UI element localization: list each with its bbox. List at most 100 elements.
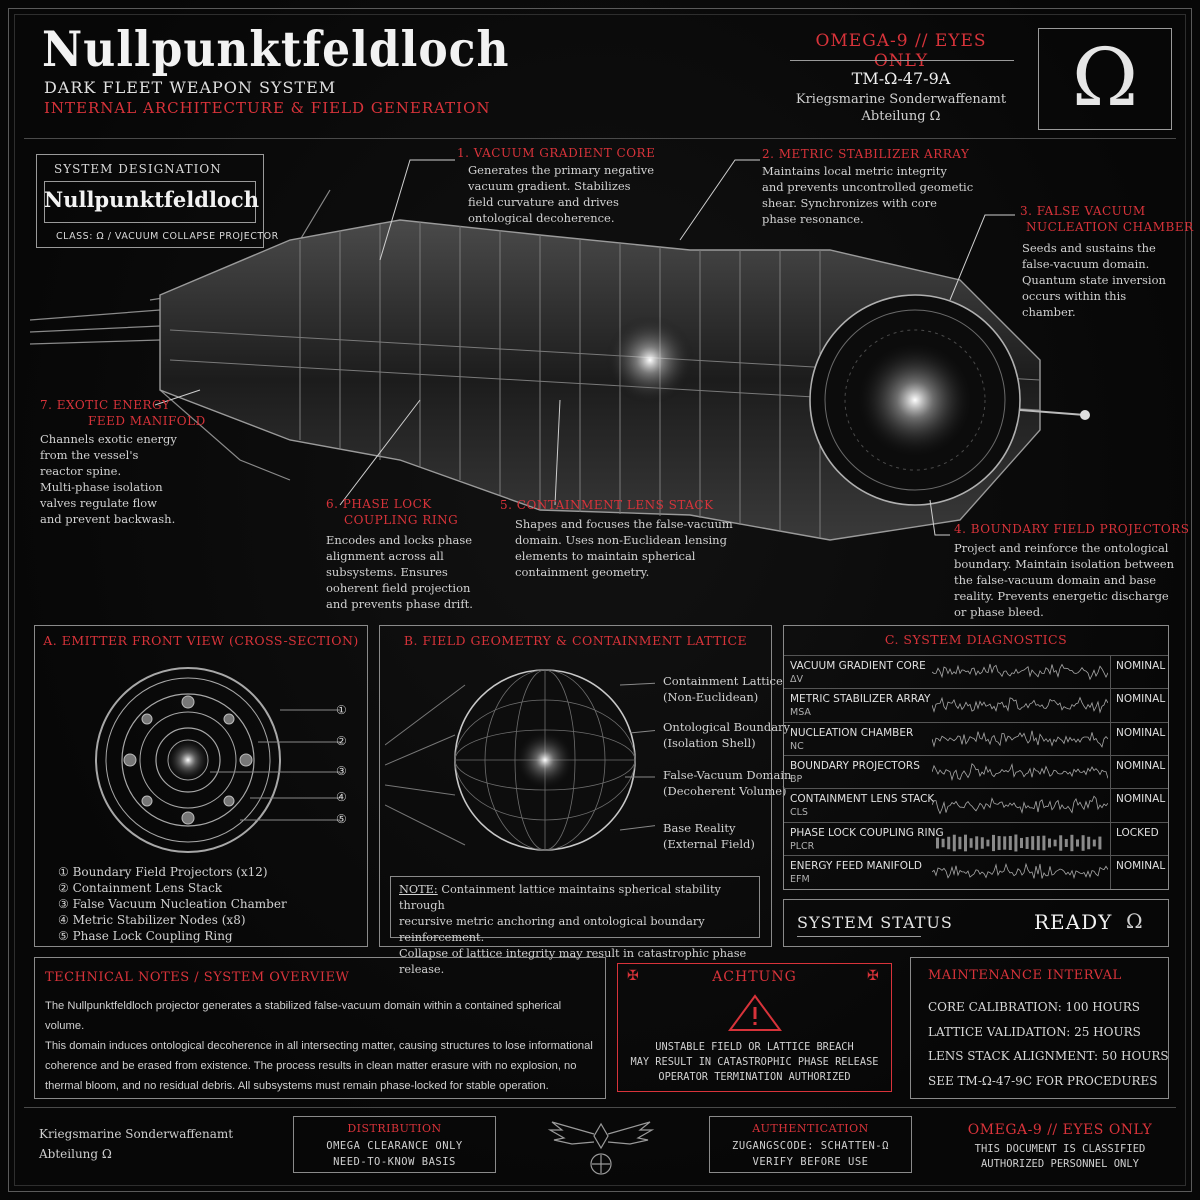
panel-b-note: NOTE: Containment lattice maintains sphe… bbox=[399, 883, 747, 976]
maintenance-panel bbox=[910, 957, 1169, 1099]
callout-5-title: 5. CONTAINMENT LENS STACK bbox=[500, 498, 714, 512]
diagnostic-abbr: PLCR bbox=[790, 840, 815, 852]
lattice-label-4: Base Reality(External Field) bbox=[663, 821, 755, 851]
diagnostic-name: BOUNDARY PROJECTORS bbox=[790, 759, 920, 772]
footer-dept: Abteilung Ω bbox=[39, 1147, 112, 1161]
header-divider bbox=[790, 60, 1014, 61]
callout-1-title: 1. VACUUM GRADIENT CORE bbox=[457, 146, 656, 160]
warning-panel bbox=[617, 963, 892, 1092]
inner-frame bbox=[14, 14, 1186, 1186]
tech-notes-body: The Nullpunktfeldloch projector generate… bbox=[45, 1000, 593, 1092]
designation-box bbox=[36, 154, 264, 248]
diagnostic-abbr: NC bbox=[790, 740, 804, 752]
panel-b-note-box bbox=[390, 876, 760, 938]
diagnostic-name: PHASE LOCK COUPLING RING bbox=[790, 826, 944, 839]
diagnostic-abbr: BP bbox=[790, 773, 803, 785]
diagnostic-divider bbox=[1110, 656, 1111, 689]
warning-cross-left-icon: ✠ bbox=[627, 968, 639, 984]
document-org: Kriegsmarine Sonderwaffenamt bbox=[795, 92, 1007, 107]
diagnostic-abbr: ΔV bbox=[790, 674, 803, 685]
authentication-title: AUTHENTICATION bbox=[752, 1122, 869, 1135]
footer-org: Kriegsmarine Sonderwaffenamt bbox=[39, 1127, 234, 1141]
diagnostic-divider bbox=[1110, 722, 1111, 756]
weapon-cutaway-illustration bbox=[29, 189, 1090, 541]
containment-lattice-diagram bbox=[385, 669, 655, 851]
callout-4-title: 4. BOUNDARY FIELD PROJECTORS bbox=[954, 522, 1190, 536]
panel-a-marker-4: ④ bbox=[336, 790, 347, 804]
emitter-cross-section bbox=[95, 667, 340, 853]
callout-leaders bbox=[154, 159, 1015, 536]
system-status-underline bbox=[797, 936, 921, 937]
panel-c-title: C. SYSTEM DIAGNOSTICS bbox=[884, 632, 1068, 647]
diagnostic-waveform bbox=[932, 762, 1108, 782]
tech-notes-panel bbox=[34, 957, 606, 1099]
system-status-value: READY bbox=[1034, 910, 1113, 934]
diagnostic-waveform bbox=[932, 696, 1108, 715]
diagnostic-divider bbox=[1110, 755, 1111, 789]
document-dept: Abteilung Ω bbox=[861, 109, 941, 124]
panel-b-title: B. FIELD GEOMETRY & CONTAINMENT LATTICE bbox=[403, 633, 748, 648]
diagnostic-status: NOMINAL bbox=[1116, 759, 1166, 772]
panel-c bbox=[783, 625, 1169, 890]
footer-rule bbox=[24, 1107, 1176, 1108]
lattice-label-1: Containment Lattice(Non-Euclidean) bbox=[663, 674, 783, 704]
page-subtitle-secondary: INTERNAL ARCHITECTURE & FIELD GENERATION bbox=[44, 99, 491, 117]
distribution-line-2: NEED-TO-KNOW BASIS bbox=[333, 1156, 456, 1168]
panel-a-marker-5: ⑤ bbox=[336, 812, 347, 826]
diagnostic-waveform bbox=[932, 862, 1108, 879]
diagnostic-name: ENERGY FEED MANIFOLD bbox=[790, 859, 922, 872]
diagnostic-waveform bbox=[932, 663, 1108, 681]
system-status-label: SYSTEM STATUS bbox=[797, 913, 953, 932]
footer-classification-notice: THIS DOCUMENT IS CLASSIFIED AUTHORIZED P… bbox=[974, 1143, 1146, 1170]
system-status-omega-icon: Ω bbox=[1126, 909, 1143, 933]
tech-notes-title: TECHNICAL NOTES / SYSTEM OVERVIEW bbox=[45, 970, 350, 985]
diagnostic-status: NOMINAL bbox=[1116, 660, 1166, 672]
diagnostic-status: NOMINAL bbox=[1116, 859, 1166, 872]
designation-class: CLASS: Ω / VACUUM COLLAPSE PROJECTOR bbox=[56, 231, 279, 242]
diagnostic-waveform bbox=[932, 795, 1108, 815]
designation-name: Nullpunktfeldloch bbox=[44, 187, 259, 212]
document-id: TM-Ω-47-9A bbox=[851, 69, 951, 88]
diagnostic-name: CONTAINMENT LENS STACK bbox=[790, 793, 935, 806]
diagnostic-divider bbox=[1110, 789, 1111, 823]
diagnostic-abbr: EFM bbox=[790, 873, 810, 885]
diagnostic-status: LOCKED bbox=[1116, 826, 1159, 839]
designation-name-box bbox=[44, 181, 256, 223]
diagnostic-divider bbox=[1110, 822, 1111, 856]
diagnostic-divider bbox=[1110, 855, 1111, 889]
page-subtitle: DARK FLEET WEAPON SYSTEM bbox=[44, 78, 337, 97]
header-rule bbox=[24, 138, 1176, 139]
warning-triangle-icon bbox=[728, 994, 782, 1031]
diagnostic-name: METRIC STABILIZER ARRAY bbox=[790, 693, 931, 706]
distribution-title: DISTRIBUTION bbox=[347, 1122, 442, 1135]
lattice-label-2: Ontological Boundary(Isolation Shell) bbox=[663, 720, 791, 750]
designation-label: SYSTEM DESIGNATION bbox=[54, 162, 222, 176]
footer-classification: OMEGA-9 // EYES ONLY bbox=[967, 1122, 1153, 1138]
omega-emblem-icon: Ω bbox=[1071, 31, 1139, 124]
distribution-line-1: OMEGA CLEARANCE ONLY bbox=[326, 1140, 463, 1152]
diagnostic-name: NUCLEATION CHAMBER bbox=[790, 726, 914, 739]
panel-a-legend: ① Boundary Field Projectors (x12) ② Cont… bbox=[58, 865, 287, 943]
panel-a-marker-3: ③ bbox=[336, 764, 347, 778]
authentication-line-2: VERIFY BEFORE USE bbox=[752, 1156, 869, 1168]
diagnostic-abbr: CLS bbox=[790, 807, 808, 819]
warning-title: ACHTUNG bbox=[712, 969, 797, 985]
callout-2-title: 2. METRIC STABILIZER ARRAY bbox=[762, 147, 970, 161]
